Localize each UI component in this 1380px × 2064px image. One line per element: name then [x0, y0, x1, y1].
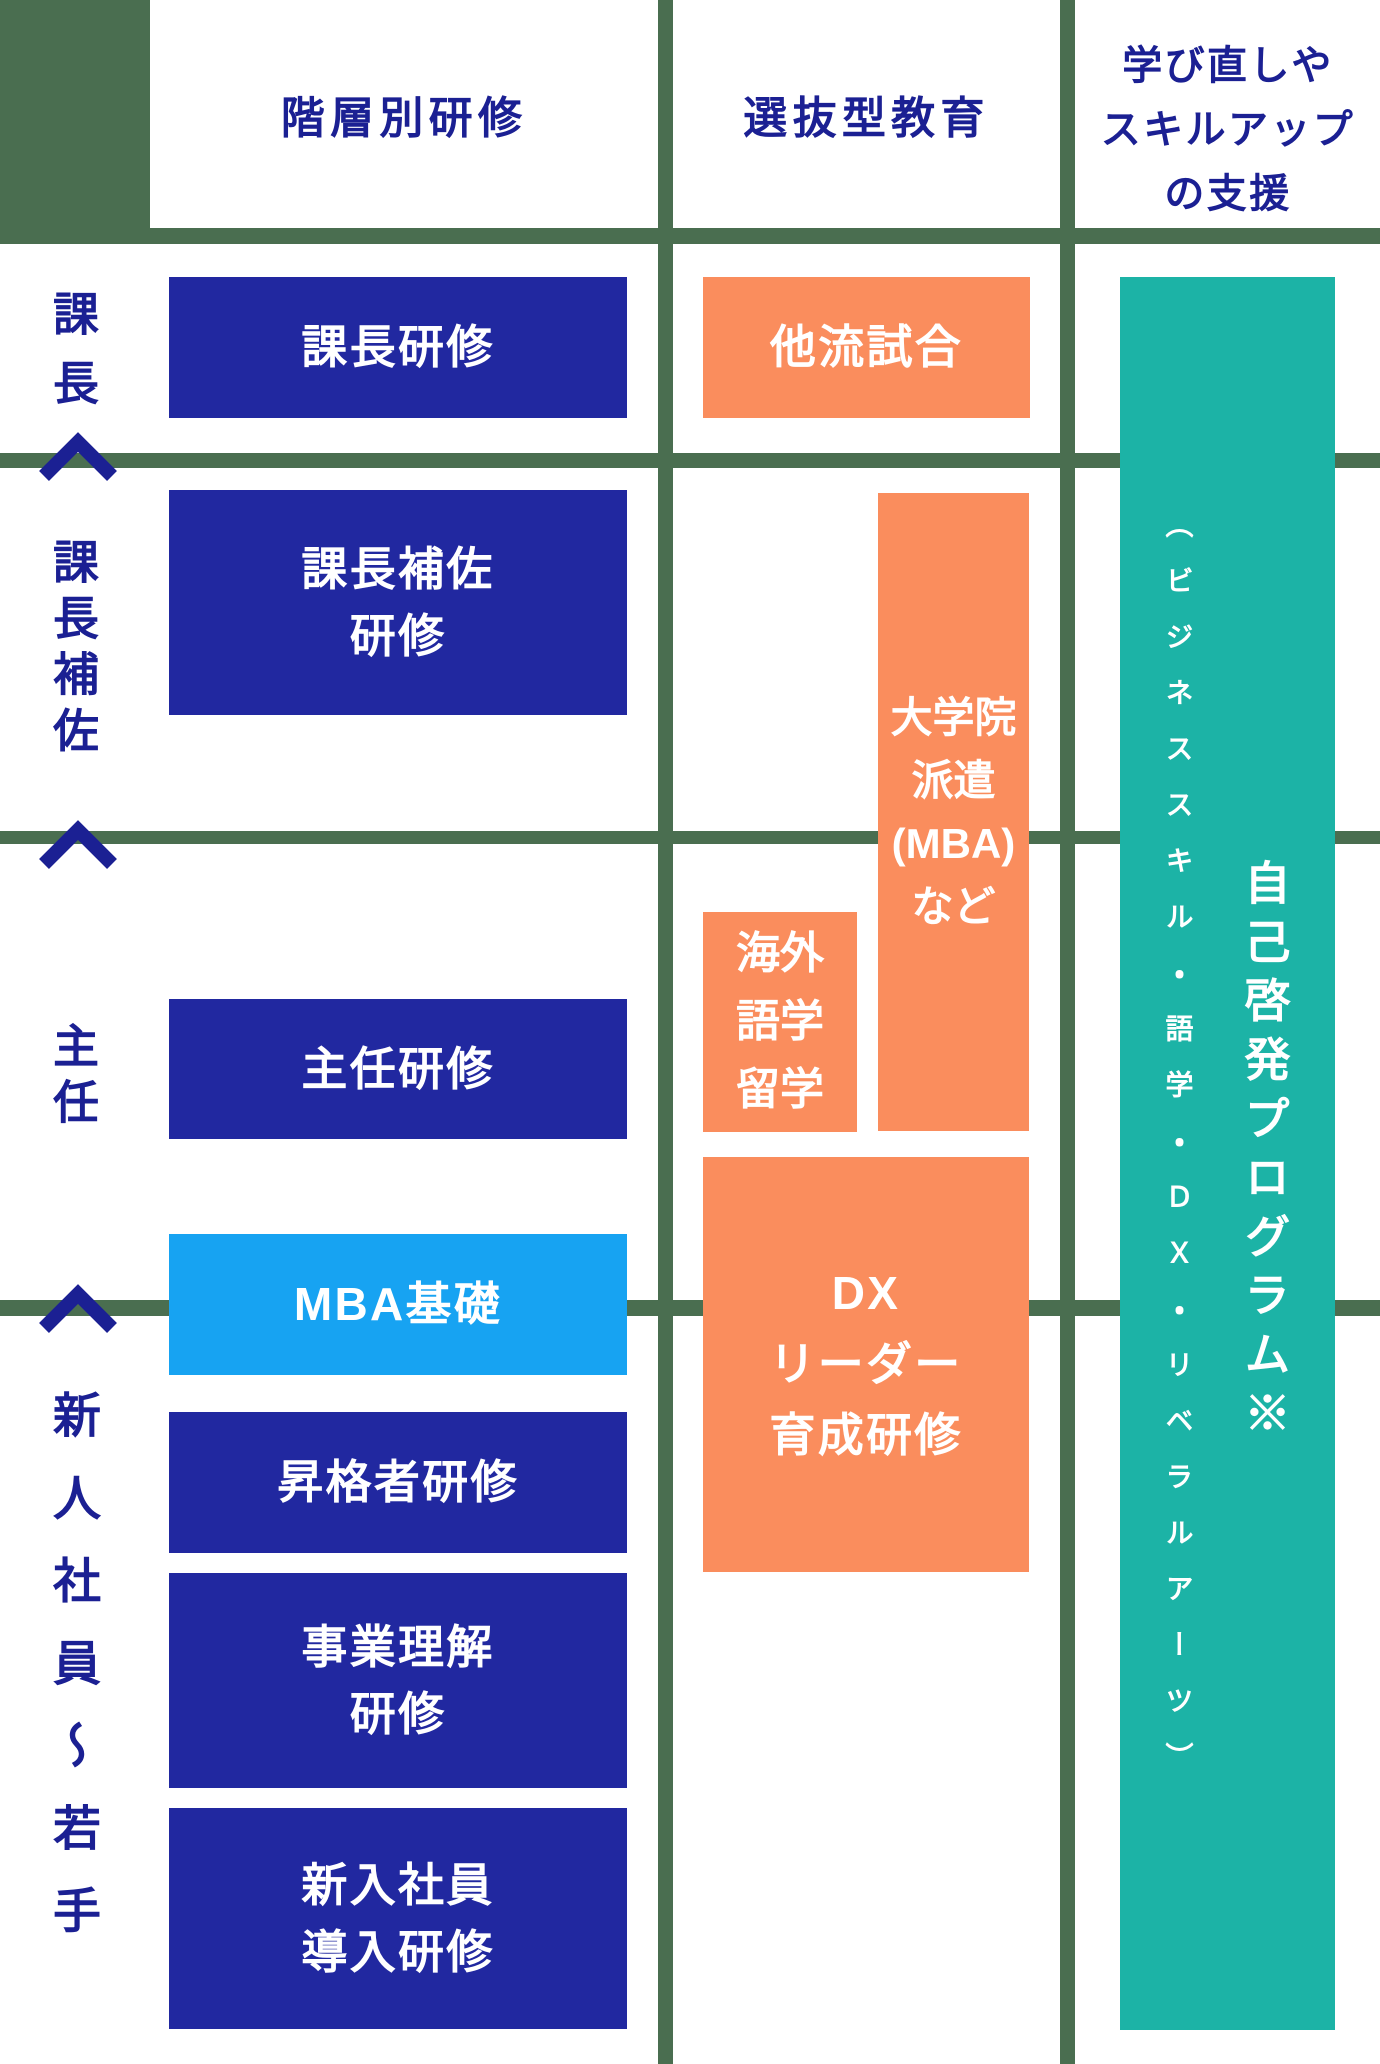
self-development-title: 自己啓発プログラム※: [1238, 859, 1291, 1448]
rank-label-kacho: 課長: [47, 290, 99, 428]
box-kacho-hosa-training: 課長補佐 研修: [169, 490, 627, 715]
rank-label-kacho-hosa: 課長補佐: [47, 538, 99, 763]
box-new-employee-induction-training: 新入社員 導入研修: [169, 1808, 627, 2029]
box-business-understanding-training: 事業理解 研修: [169, 1573, 627, 1788]
box-mba-basics: MBA基礎: [169, 1234, 627, 1375]
rank-label-shunin: 主任: [47, 1022, 99, 1135]
grid-hline-kacho: [0, 453, 1380, 468]
grid-vline-col1-col2: [658, 0, 673, 2064]
grid-corner-block: [0, 0, 150, 244]
grid-vline-col2-col3: [1060, 0, 1075, 2064]
box-kacho-training: 課長研修: [169, 277, 627, 418]
up-chevron-icon: [39, 432, 117, 481]
self-development-subtitle: （ビジネススキル・語学・ＤＸ・リベラルアーツ）: [1162, 509, 1194, 1798]
box-taryu-jiai: 他流試合: [703, 277, 1030, 418]
up-chevron-icon: [39, 820, 117, 869]
box-self-development-program: （ビジネススキル・語学・ＤＸ・リベラルアーツ） 自己啓発プログラム※: [1120, 277, 1335, 2030]
grid-hline-kachohosa: [0, 831, 1380, 844]
box-overseas-language-study: 海外 語学 留学: [703, 912, 857, 1132]
box-grad-school-dispatch-mba: 大学院 派遣 (MBA) など: [878, 493, 1029, 1131]
box-shunin-training: 主任研修: [169, 999, 627, 1139]
up-chevron-icon: [39, 1284, 117, 1333]
box-promotion-training: 昇格者研修: [169, 1412, 627, 1553]
rank-label-shinjin-wakate: 新人社員〜若手: [45, 1390, 98, 1968]
header-selective-education: 選抜型教育: [743, 94, 990, 143]
box-dx-leader-training: DX リーダー 育成研修: [703, 1157, 1029, 1572]
header-tiered-training: 階層別研修: [280, 94, 528, 143]
grid-hline-header: [0, 228, 1380, 244]
header-reskilling-support: 学び直しや スキルアップ の支援: [1100, 44, 1356, 216]
